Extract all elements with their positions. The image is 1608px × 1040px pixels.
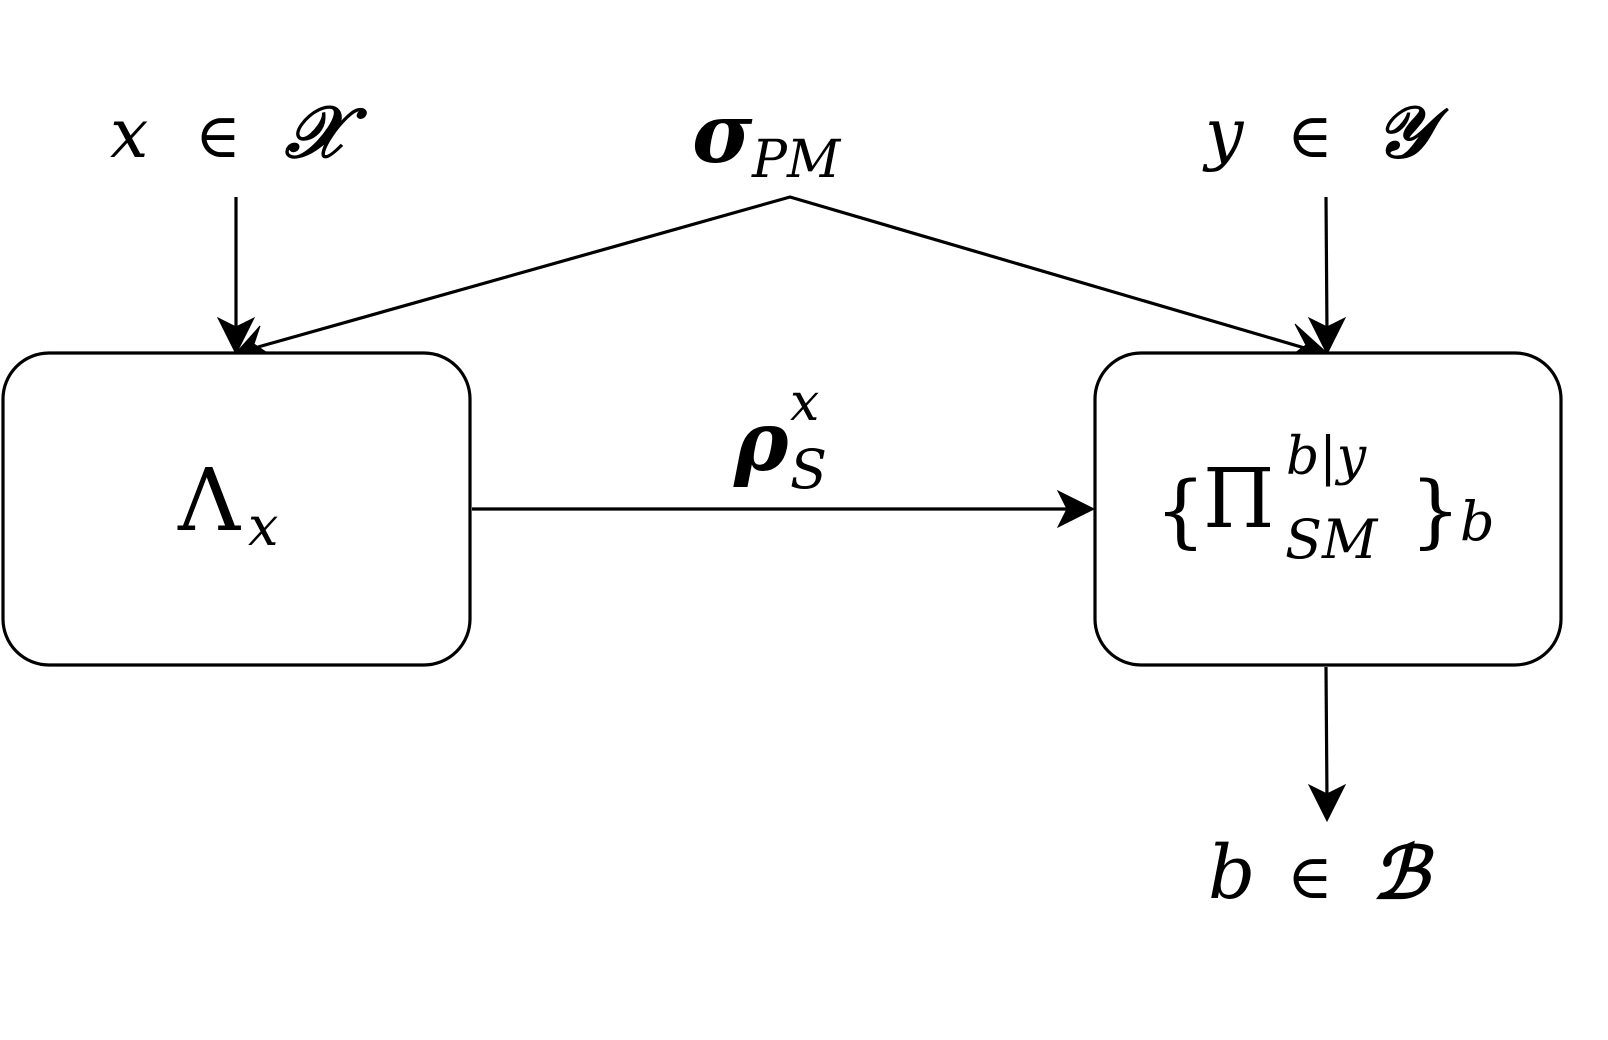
pi-subscript: SM [1285, 508, 1379, 571]
projector-open-brace: { [1155, 464, 1206, 557]
right-box [1093, 351, 1563, 667]
pi-symbol: Π [1203, 452, 1275, 547]
output-b-variable: b [1208, 830, 1255, 916]
input-y-set: 𝒴 [1375, 89, 1449, 174]
input-x-variable: x [110, 95, 148, 174]
output-b-set: ℬ [1372, 830, 1435, 915]
input-x-set: 𝒳 [284, 89, 368, 174]
projector-close-brace: } [1410, 464, 1461, 557]
input-sigma-label: σ PM [692, 86, 842, 190]
input-y-relation: ∈ [1287, 99, 1333, 172]
arrow-right-box-to-b [1324, 666, 1329, 802]
arrowhead-x [216, 316, 256, 356]
right-box-label: { Π b|y SM } b [1155, 427, 1495, 571]
lambda-symbol: Λ [177, 451, 241, 551]
output-b-relation: ∈ [1287, 840, 1333, 913]
input-x-label: x ∈ 𝒳 [110, 89, 368, 174]
arrowhead-channel [1056, 489, 1096, 529]
left-box [1, 351, 472, 667]
arrowhead-y [1307, 316, 1347, 356]
lambda-subscript: x [248, 495, 278, 558]
rho-subscript: S [790, 438, 827, 501]
arrow-sigma-split [257, 195, 1309, 351]
channel-label: ρ x S [733, 373, 827, 501]
rho-superscript: x [790, 373, 819, 433]
sigma-subscript: PM [751, 130, 842, 190]
arrowhead-b [1307, 783, 1347, 823]
input-y-label: y ∈ 𝒴 [1202, 89, 1449, 174]
pi-superscript: b|y [1286, 427, 1367, 487]
arrow-y-to-right-box [1324, 196, 1329, 335]
sigma-symbol: σ [692, 86, 753, 182]
left-box-label: Λ x [177, 451, 278, 558]
projector-outer-subscript: b [1460, 490, 1495, 553]
output-b-label: b ∈ ℬ [1208, 830, 1435, 916]
input-x-relation: ∈ [195, 99, 241, 172]
input-y-variable: y [1202, 95, 1245, 174]
rho-symbol: ρ [733, 394, 789, 490]
